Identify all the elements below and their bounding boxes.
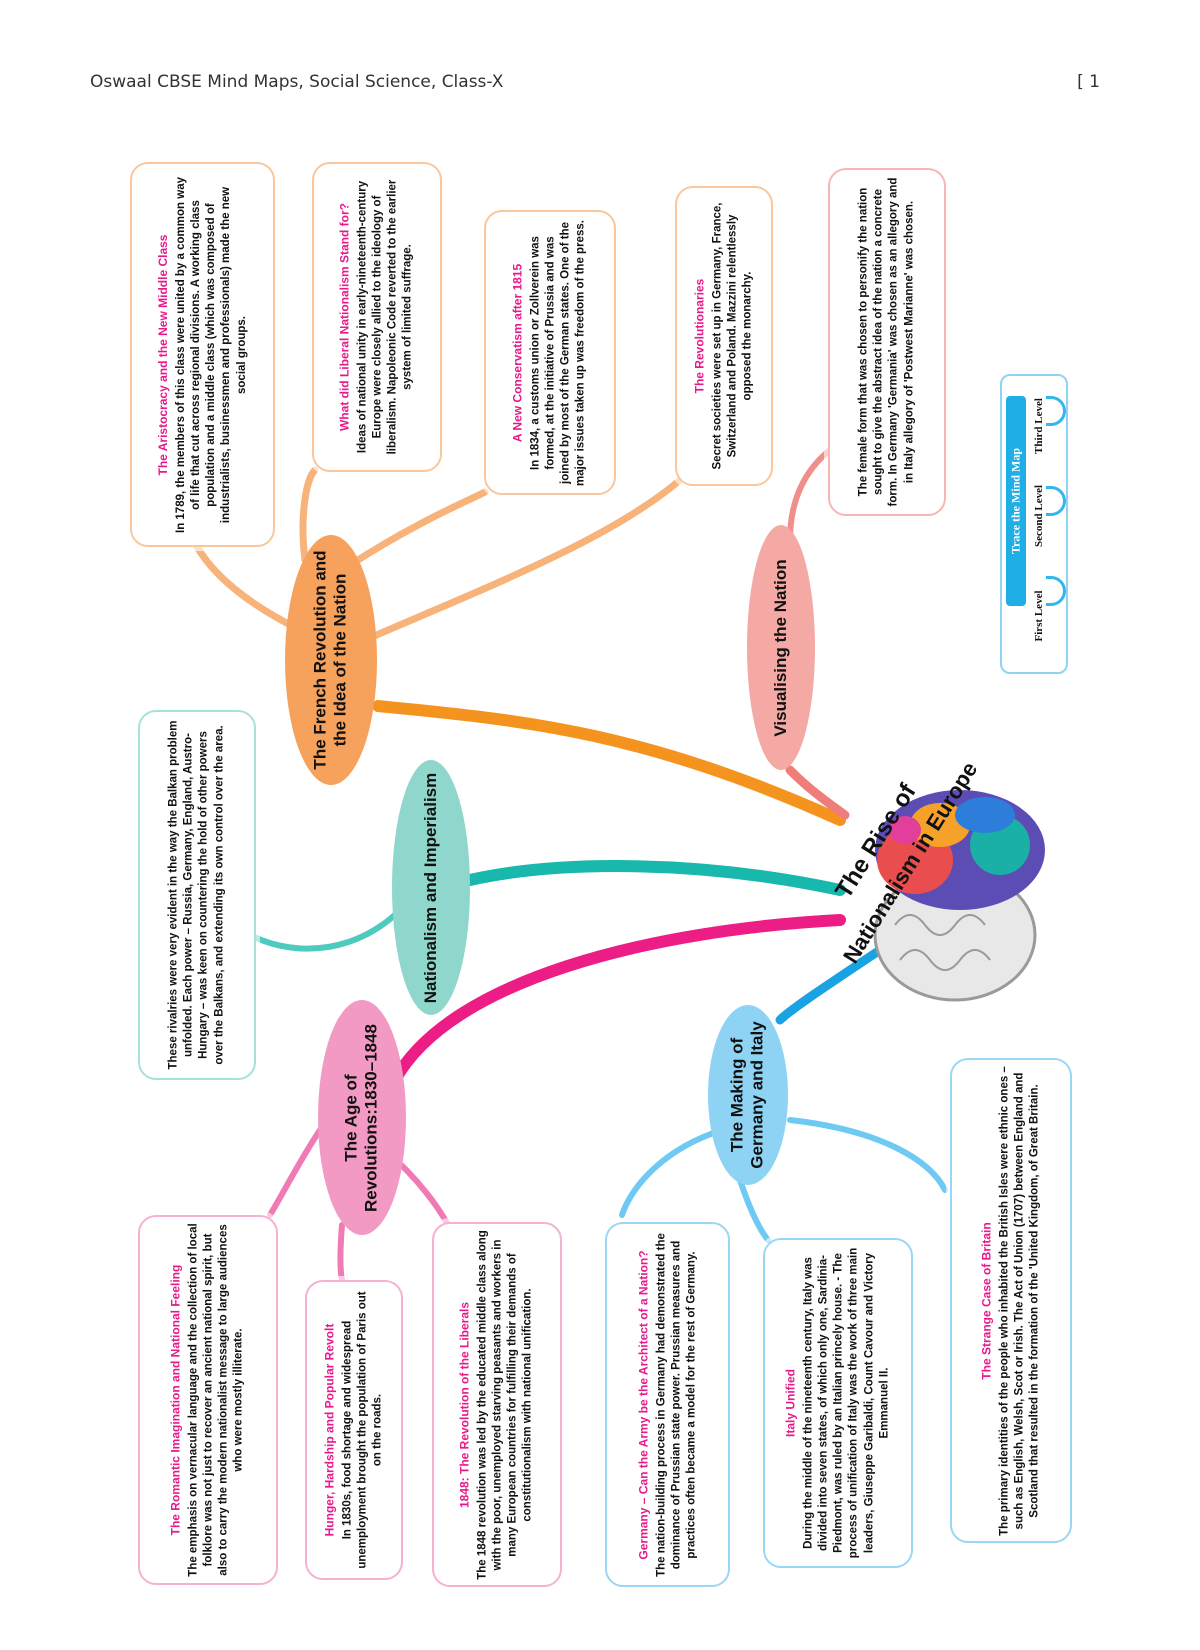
box-revolutionaries-heading: The Revolutionaries xyxy=(692,278,707,394)
connector-age-revolutions xyxy=(389,914,846,1086)
legend-title: Trace the Mind Map xyxy=(1006,396,1026,606)
node-making-germany-italy-label: The Making of Germany and Italy xyxy=(728,1021,769,1168)
connector-making-germany-italy xyxy=(775,945,885,1025)
connector-nationalism-imperialism xyxy=(464,860,846,896)
box-germany-army-heading: Germany – Can the Army be the Architect … xyxy=(635,1249,650,1560)
box-romantic: The Romantic Imagination and National Fe… xyxy=(138,1215,278,1585)
legend-level-third-text: Third Level xyxy=(1033,398,1045,454)
node-visualising: Visualising the Nation xyxy=(747,525,815,770)
legend-level-second: Second Level xyxy=(1032,466,1046,566)
legend-trace-mind-map: Trace the Mind Map First Level Second Le… xyxy=(1000,374,1068,674)
connector-britain xyxy=(787,1117,948,1193)
connector-female-form xyxy=(787,447,833,543)
connector-new-conservatism xyxy=(346,488,489,569)
box-female-form-text: The female form that was chosen to perso… xyxy=(857,177,916,507)
page-number: [ 1 xyxy=(1077,72,1100,92)
node-french-revolution: The French Revolution and the Idea of th… xyxy=(285,535,377,785)
brain-paint-blue xyxy=(955,797,1015,833)
box-revolution-liberals-heading: 1848: The Revolution of the Liberals xyxy=(457,1301,472,1508)
box-germany-army: Germany – Can the Army be the Architect … xyxy=(605,1222,730,1587)
legend-arc-first-icon xyxy=(1046,576,1066,606)
box-britain-heading: The Strange Case of Britain xyxy=(979,1221,994,1380)
box-rivalries-text: These rivalries were very evident in the… xyxy=(167,720,226,1070)
node-age-revolutions: The Age of Revolutions:1830–1848 xyxy=(318,1000,406,1235)
central-topic-text: The Rise of Nationalism in Europe xyxy=(830,757,982,967)
box-new-conservatism-text: In 1834, a customs union or Zollverein w… xyxy=(529,219,588,486)
box-revolution-liberals: 1848: The Revolution of the Liberals The… xyxy=(432,1222,562,1587)
node-nationalism-imperialism-label: Nationalism and Imperialism xyxy=(420,772,440,1003)
node-making-germany-italy: The Making of Germany and Italy xyxy=(708,1005,788,1185)
box-revolutionaries: The Revolutionaries Secret societies wer… xyxy=(675,186,773,486)
box-aristocracy: The Aristocracy and the New Middle Class… xyxy=(130,162,275,547)
box-hunger-heading: Hunger, Hardship and Popular Revolt xyxy=(322,1323,337,1537)
connector-revolutionaries xyxy=(361,476,684,644)
node-french-revolution-line1: The French Revolution and xyxy=(310,550,330,770)
legend-title-text: Trace the Mind Map xyxy=(1008,447,1023,555)
legend-level-first-text: First Level xyxy=(1033,590,1045,642)
box-italy-unified-text: During the middle of the nineteenth cent… xyxy=(802,1247,891,1559)
node-french-revolution-label: The French Revolution and the Idea of th… xyxy=(311,550,352,769)
node-visualising-label: Visualising the Nation xyxy=(770,558,790,737)
legend-level-second-text: Second Level xyxy=(1033,484,1045,548)
box-germany-army-text: The nation-building process in Germany h… xyxy=(654,1232,697,1577)
box-hunger-text: In 1830s, food shortage and widespread u… xyxy=(341,1291,384,1569)
box-hunger: Hunger, Hardship and Popular Revolt In 1… xyxy=(305,1280,403,1580)
connector-visualising xyxy=(785,765,850,820)
box-female-form: The female form that was chosen to perso… xyxy=(828,168,946,516)
node-age-revolutions-label: The Age of Revolutions:1830–1848 xyxy=(342,1023,383,1211)
box-romantic-text: The emphasis on vernacular language and … xyxy=(187,1223,246,1577)
node-making-germany-italy-line1: The Making of xyxy=(727,1037,747,1153)
box-revolutionaries-text: Secret societies were set up in Germany,… xyxy=(711,202,754,470)
connector-liberal-nationalism xyxy=(299,466,319,564)
legend-arc-second-icon xyxy=(1046,486,1066,516)
box-revolution-liberals-text: The 1848 revolution was led by the educa… xyxy=(476,1229,535,1580)
central-topic: The Rise of Nationalism in Europe xyxy=(800,757,990,970)
legend-level-first: First Level xyxy=(1032,566,1046,666)
box-britain-text: The primary identities of the people who… xyxy=(998,1065,1041,1536)
box-italy-unified-heading: Italy Unified xyxy=(783,1369,798,1438)
brain-illustration xyxy=(873,790,1045,1002)
node-nationalism-imperialism: Nationalism and Imperialism xyxy=(392,760,470,1015)
box-romantic-heading: The Romantic Imagination and National Fe… xyxy=(168,1264,183,1536)
box-new-conservatism-heading: A New Conservatism after 1815 xyxy=(510,263,525,442)
connector-hunger xyxy=(337,1222,345,1283)
connector-italy-unified xyxy=(737,1177,771,1243)
connector-germany-army xyxy=(619,1127,725,1218)
brain-paint-pink xyxy=(889,816,921,844)
node-making-germany-italy-line2: Germany and Italy xyxy=(748,1021,767,1169)
page-header-title: Oswaal CBSE Mind Maps, Social Science, C… xyxy=(90,72,504,92)
box-liberal-nationalism-text: Ideas of national unity in early-ninetee… xyxy=(356,179,415,455)
connector-french-revolution xyxy=(372,700,846,826)
connector-rivalries xyxy=(247,907,403,952)
legend-level-third: Third Level xyxy=(1032,376,1046,476)
node-age-revolutions-line1: The Age of xyxy=(341,1073,361,1162)
node-french-revolution-line2: the Idea of the Nation xyxy=(331,573,350,747)
box-britain: The Strange Case of Britain The primary … xyxy=(950,1058,1072,1543)
box-new-conservatism: A New Conservatism after 1815 In 1834, a… xyxy=(484,210,616,495)
page-header: Oswaal CBSE Mind Maps, Social Science, C… xyxy=(90,72,1100,98)
box-aristocracy-text: In 1789, the members of this class were … xyxy=(174,176,248,533)
box-aristocracy-heading: The Aristocracy and the New Middle Class xyxy=(155,234,170,475)
node-age-revolutions-line2: Revolutions:1830–1848 xyxy=(362,1023,381,1212)
brain-paint-orange xyxy=(910,803,970,847)
connector-aristocracy xyxy=(192,541,304,634)
box-liberal-nationalism-heading: What did Liberal Nationalism Stand for? xyxy=(337,203,352,432)
box-rivalries: These rivalries were very evident in the… xyxy=(138,710,256,1080)
connector-romantic xyxy=(267,1127,323,1218)
box-italy-unified: Italy Unified During the middle of the n… xyxy=(763,1238,913,1568)
box-liberal-nationalism: What did Liberal Nationalism Stand for? … xyxy=(312,162,442,472)
legend-arc-third-icon xyxy=(1046,396,1066,426)
